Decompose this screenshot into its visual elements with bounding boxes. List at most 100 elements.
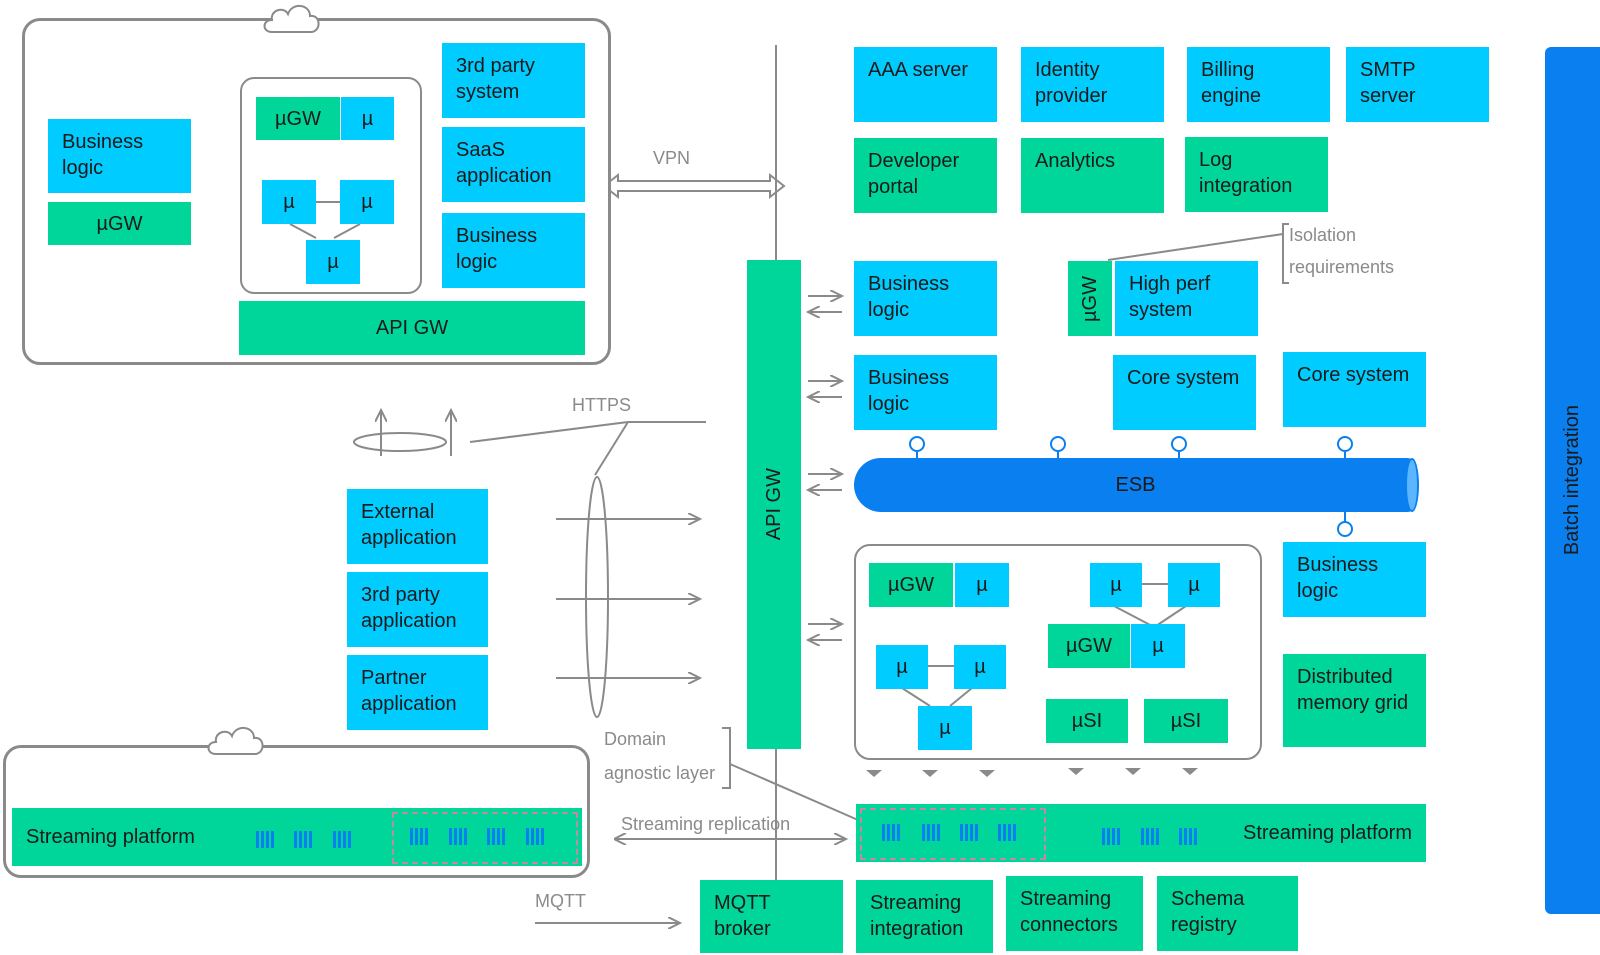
replicated-partitions-frame [860,808,1046,860]
developer-portal-box[interactable]: Developer portal [854,138,997,213]
core-system-1-box[interactable]: Core system [1113,355,1256,430]
domain-label-1: Domain [604,729,667,749]
analytics-box[interactable]: Analytics [1021,138,1164,213]
schema-registry-box[interactable]: Schema registry [1157,876,1298,951]
esb-end-cap [1405,458,1419,512]
aaa-server-box[interactable]: AAA server [854,47,997,122]
top-business-logic-2-box[interactable]: Business logic [442,213,585,288]
box-label: API GW [375,317,449,339]
ms-mu-top-right[interactable]: µ [1168,563,1220,607]
cluster-mu-box[interactable]: µ [341,97,394,140]
box-label: µ [283,191,295,213]
isolation-bracket [1107,223,1289,284]
box-label: µ [896,656,908,678]
log-integration-box[interactable]: Log integration [1185,137,1328,212]
business-logic-b-box[interactable]: Business logic [854,355,997,430]
https-connector [353,410,706,718]
ms-ugw-box[interactable]: µGW [869,563,953,607]
box-label: µGW [275,107,321,130]
box-label: Distributed memory grid [1297,666,1409,714]
box-label: Streaming connectors [1020,888,1118,936]
box-label: µGW [888,574,934,596]
ugw-vertical-box[interactable]: µGW [1068,261,1112,336]
high-perf-system-box[interactable]: High perf system [1115,261,1258,336]
ms-mu-left[interactable]: µ [876,645,928,689]
esb-label: ESB [1115,473,1156,496]
cluster-links [289,201,361,239]
ms-ugw-box-2[interactable]: µGW [1048,624,1130,668]
cloud-icon [263,5,320,33]
box-label: µGW [96,212,143,235]
box-label: 3rd party system [456,55,535,103]
external-application-box[interactable]: External application [347,489,488,564]
box-label: µ [1188,574,1200,596]
esb-bus[interactable]: ESB [854,458,1417,512]
mqtt-broker-box[interactable]: MQTT broker [700,880,843,953]
https-label: HTTPS [572,395,632,415]
box-label: µSI [1170,710,1202,732]
batch-integration-bar[interactable]: Batch integration [1545,47,1600,914]
esb-taps [909,436,1353,537]
cluster-mu-left[interactable]: µ [262,180,316,224]
box-label: SMTP server [1360,59,1416,107]
smtp-server-box[interactable]: SMTP server [1346,47,1489,122]
top-api-gw-box[interactable]: API GW [239,301,585,355]
top-ugw-box[interactable]: µGW [48,202,191,245]
box-label: Core system [1297,364,1410,386]
billing-engine-box[interactable]: Billing engine [1187,47,1330,122]
ms-mu-top-left[interactable]: µ [1090,563,1142,607]
top-business-logic-box[interactable]: Business logic [48,119,191,193]
business-logic-c-box[interactable]: Business logic [1283,542,1426,617]
box-label: Business logic [1297,554,1379,602]
replicated-partitions-frame [392,812,578,864]
ms-mu-bottom[interactable]: µ [918,706,972,750]
ms-mu-box[interactable]: µ [955,563,1009,607]
cluster-ugw-box[interactable]: µGW [256,97,340,140]
ms-usi-box-2[interactable]: µSI [1144,699,1228,743]
business-logic-a-box[interactable]: Business logic [854,261,997,336]
box-label: Core system [1127,367,1240,389]
partner-application-box[interactable]: Partner application [347,655,488,730]
isolation-label-2: requirements [1289,257,1395,277]
box-label: Schema registry [1171,888,1245,936]
cloud-icon [207,727,264,755]
api-gw-vertical-bar[interactable]: API GW [747,260,801,749]
vpn-label: VPN [653,148,691,168]
box-label: Analytics [1035,150,1116,172]
streaming-connectors-box[interactable]: Streaming connectors [1006,876,1143,951]
cluster-mu-right[interactable]: µ [340,180,394,224]
box-label: µ [974,656,986,678]
box-label: µGW [1066,635,1112,657]
ms-mu-box-2[interactable]: µ [1131,624,1185,668]
right-partition-icons [882,824,1197,845]
core-system-2-box[interactable]: Core system [1283,352,1426,427]
domain-bracket [722,727,859,821]
ms-usi-box-1[interactable]: µSI [1046,699,1128,743]
cluster-mu-bottom[interactable]: µ [306,240,360,284]
down-chevrons [866,768,1198,777]
box-label: µ [1152,635,1164,657]
box-label: Billing engine [1201,59,1262,107]
saas-application-box[interactable]: SaaS application [442,127,585,202]
box-label: AAA server [868,59,969,81]
left-partition-icons [256,828,544,848]
streaming-integration-box[interactable]: Streaming integration [856,880,993,953]
box-label: Partner application [361,667,457,715]
third-party-application-box[interactable]: 3rd party application [347,572,488,647]
ms-mu-right[interactable]: µ [954,645,1006,689]
box-label: µ [361,191,373,213]
domain-label-2: agnostic layer [604,763,716,783]
microservice-links [901,583,1187,707]
right-streaming-platform[interactable]: Streaming platform [856,804,1426,862]
box-label: µ [976,574,988,596]
box-label: µ [327,251,339,273]
distributed-memory-grid-box[interactable]: Distributed memory grid [1283,654,1426,747]
box-label: Streaming platform [1243,822,1412,844]
box-label: Business logic [456,225,538,273]
box-label: µ [1110,574,1122,596]
identity-provider-box[interactable]: Identity provider [1021,47,1164,122]
box-label: External application [361,501,457,549]
box-label: Developer portal [868,150,960,198]
third-party-system-box[interactable]: 3rd party system [442,43,585,118]
